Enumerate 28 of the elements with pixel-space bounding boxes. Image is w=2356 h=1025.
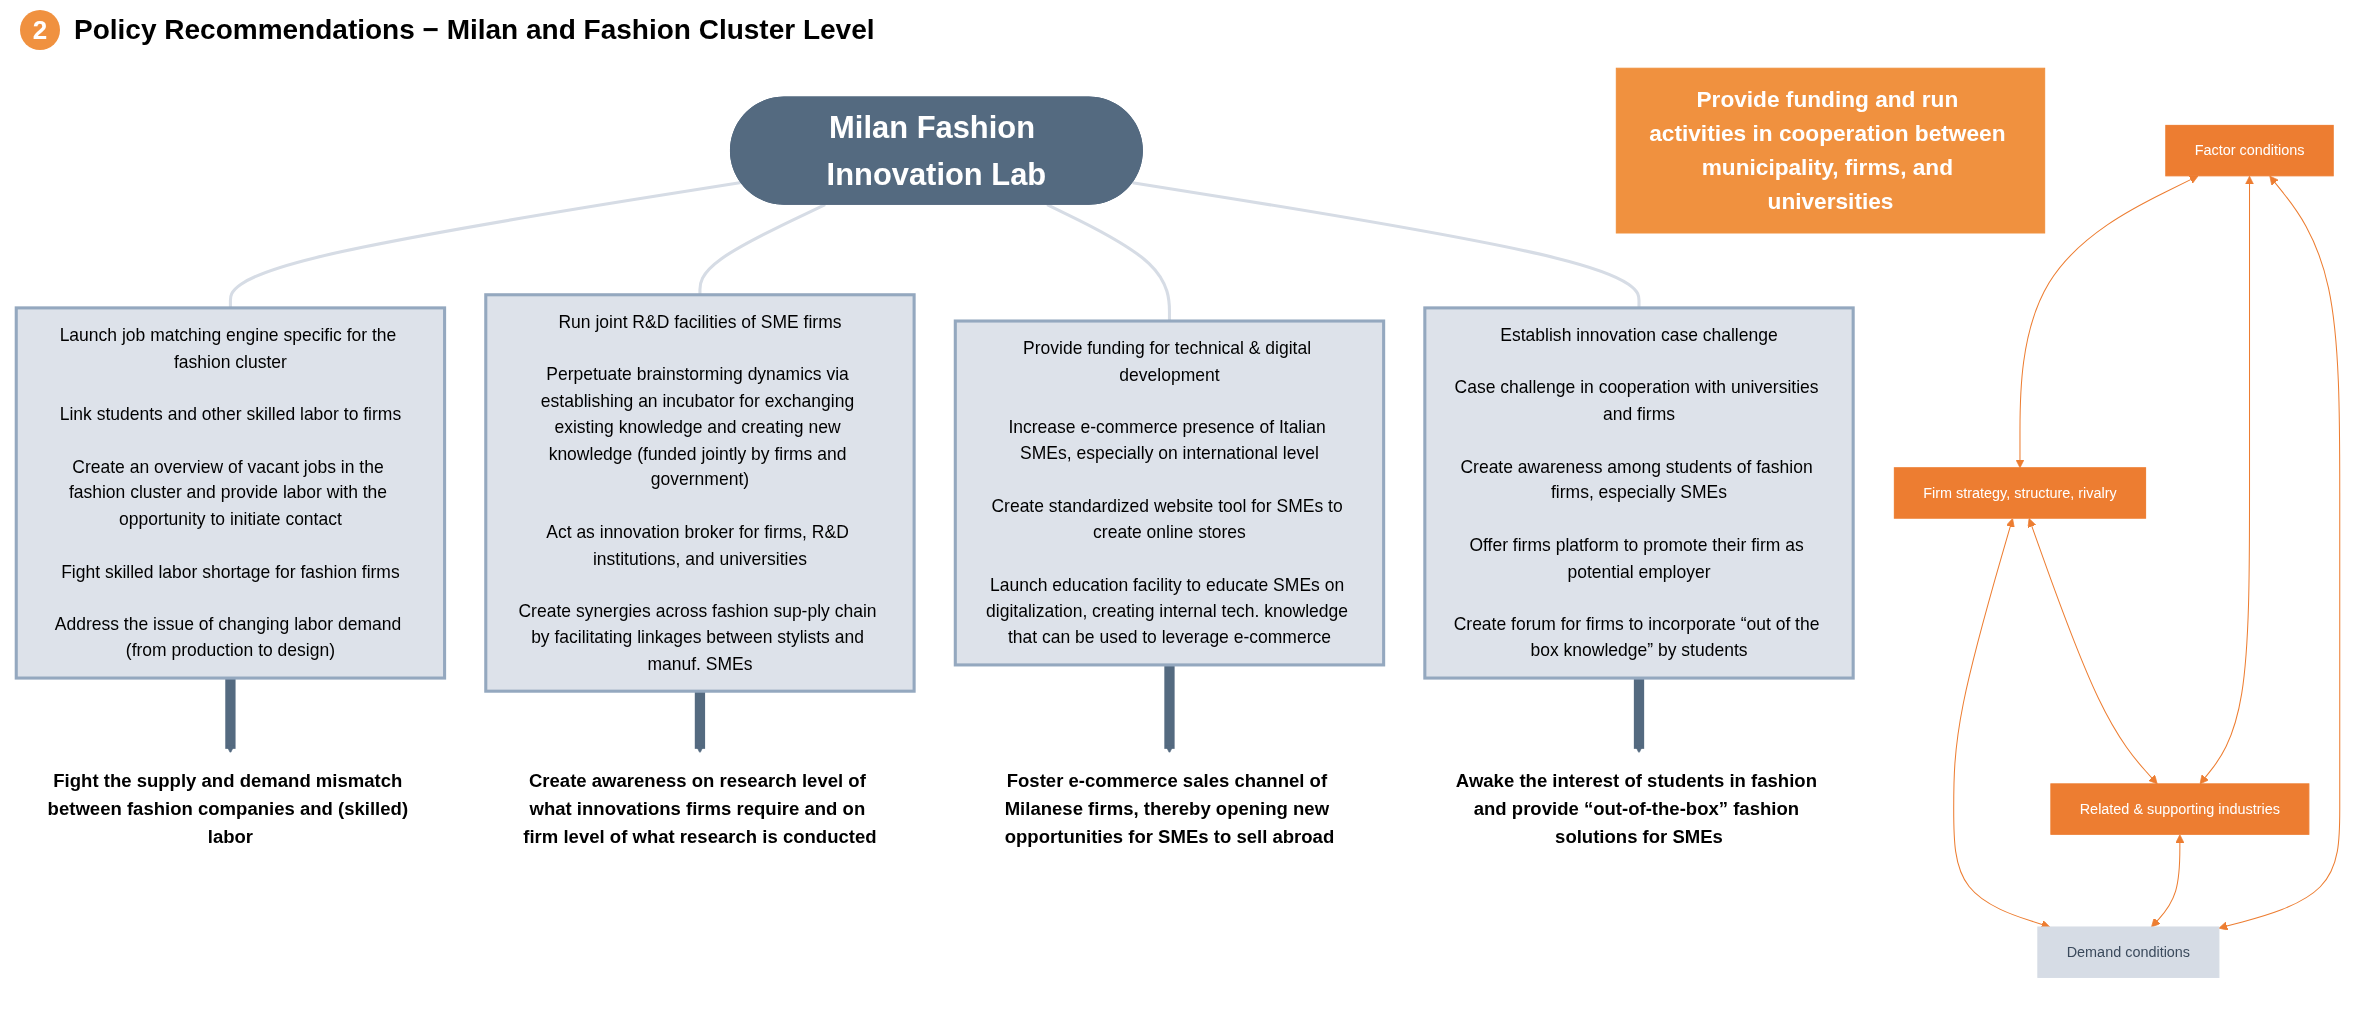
arrow [2218,175,2341,931]
node-box: Run joint R&D facilities of SME firms Perpetuate brainstorming dynamics via establishing an incubator for exchanging existing knowledge and creating new knowledge (funded jointly by firms and government) Act as innovation broker for firms, R&D institutions, and universities Create synergies across fashion sup-ply chain by facilitating linkages between stylists and manuf. SMEs [484,293,916,693]
node-text: Fight the supply and demand mismatch between fashion companies and (skilled) labor [47,770,409,847]
arrow [694,691,706,754]
arrow [2199,175,2255,785]
arrow [2151,834,2185,928]
connector [228,181,742,308]
node-text: Foster e-commerce sales channel of Milanese firms, thereby opening new opportunities for SMEs to sell abroad [1004,770,1335,847]
node-text: Awake the interest of students in fashion and provide “out-of-the-box” fashion solutions for SMEs [1455,770,1817,847]
node-box: Provide funding for technical & digital development Increase e-commerce presence of Italian SMEs, especially on international level Create standardized website tool for SMEs to create online stores Launch education facility to educate SMEs on digitalization, creating internal tech. knowledge that can be used to leverage e-commerce [953,319,1386,667]
connector [1132,181,1641,308]
node-box: Firm strategy, structure, rivalry [1893,467,2147,519]
node-box: Provide funding and run activities in cooperation between municipality, firms, and universities [1615,67,2046,234]
page-title: Policy Recommendations − Milan and Fashion Cluster Level [74,14,875,46]
arrow [225,678,236,754]
arrow [2015,175,2199,469]
node-box: Factor conditions [2165,124,2334,177]
node-box: Demand conditions [2037,926,2220,978]
arrow [1164,664,1175,754]
node-text: Create awareness on research level of what innovations firms require and on firm level of what research is conducted [523,770,877,847]
node-box: Launch job matching engine specific for the fashion cluster Link students and other skilled labor to firms Create an overview of vacant jobs in the fashion cluster and provide labor with the opportunity to initiate contact Fight skilled labor shortage for fashion firms Address the issue of changing labor demand (from production to design) [14,306,447,680]
node-box: Related & supporting industries [2050,783,2310,835]
step-number-badge: 2 [20,10,60,50]
arrow [2027,518,2158,785]
connector [698,203,826,295]
connector [1046,203,1171,321]
arrow [1633,678,1645,754]
node-box: Establish innovation case challenge Case challenge in cooperation with universities and firms Create awareness among students of fashion firms, especially SMEs Offer firms platform to promote their firm as potential employer Create forum for firms to incorporate “out of the box knowledge” by students [1423,306,1855,680]
